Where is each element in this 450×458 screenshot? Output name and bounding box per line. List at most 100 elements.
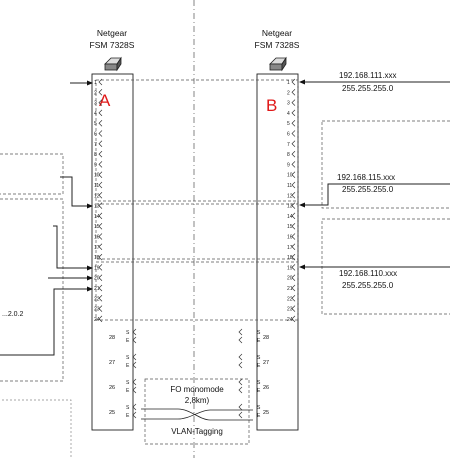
switch-b-port-socket-icon	[291, 315, 296, 323]
switch-b-port-socket-icon	[291, 202, 296, 209]
switch-b-chassis	[256, 73, 299, 431]
switch-b-port-label: 9	[287, 162, 290, 168]
switch-a-port-5: 5	[94, 119, 103, 127]
switch-b-port-socket-icon	[291, 130, 296, 137]
switch-a-port-label: 17	[94, 245, 100, 251]
switch-b-port-socket-icon	[291, 222, 296, 230]
switch-a-sfp-socket-icon	[132, 386, 137, 394]
switch-a-port-label: 21	[94, 286, 100, 292]
switch-b-port-socket-icon	[291, 161, 296, 168]
switch-a-port-16: 16	[94, 233, 103, 241]
uplink-arrow-2	[299, 202, 305, 208]
switch-a-icon	[104, 56, 122, 72]
left-arrow-4	[87, 275, 93, 281]
switch-a-vendor: Netgear	[97, 28, 127, 38]
vlan-box-2	[95, 203, 299, 260]
switch-a-sfp-socket-icon	[132, 336, 137, 344]
switch-a-port-label: 9	[94, 162, 97, 168]
switch-b-port-socket-icon	[291, 233, 296, 240]
switch-a-port-socket-icon	[98, 78, 103, 86]
switch-a-sfp-label: E	[126, 338, 130, 344]
switch-b-sfp-socket-icon	[238, 336, 243, 344]
switch-b-port-label: 13	[287, 204, 293, 210]
switch-a-port-socket-icon	[98, 89, 103, 96]
switch-a-port-socket-icon	[98, 119, 103, 127]
switch-a-port-label: 3	[94, 101, 97, 107]
switch-a-port-socket-icon	[98, 295, 103, 302]
vlan-tagging-label: VLAN-Tagging	[171, 427, 223, 436]
switch-a-sfp-label: E	[126, 363, 130, 369]
switch-b-port-label: 5	[287, 121, 290, 127]
switch-b-port-9: 9	[287, 161, 296, 168]
switch-b-sfp-socket-icon	[238, 353, 243, 361]
switch-b-sfp-socket-icon	[238, 378, 243, 386]
switch-a-port-15: 15	[94, 222, 103, 230]
switch-a-port-14: 14	[94, 212, 103, 220]
switch-b-port-socket-icon	[291, 150, 296, 158]
switch-a-port-socket-icon	[98, 253, 103, 261]
switch-b-port-label: 1	[287, 80, 290, 86]
switch-a-sfp-label: S	[126, 330, 130, 336]
switch-b-port-socket-icon	[291, 171, 296, 178]
switch-b-sfp-label: S	[257, 355, 261, 361]
switch-b-port-label: 8	[287, 152, 290, 158]
switch-a-port-socket-icon	[98, 243, 103, 251]
switch-a-sfp-socket-icon	[132, 378, 137, 386]
switch-b-port-24: 24	[287, 315, 296, 323]
switch-b-port-19: 19	[287, 264, 296, 271]
switch-a-port-socket-icon	[98, 150, 103, 158]
fiber-cable-2	[141, 409, 253, 420]
switch-a-port-10: 10	[94, 171, 103, 179]
switch-b-port-10: 10	[287, 171, 296, 179]
switch-b-port-label: 12	[287, 193, 293, 199]
switch-a-fiber-port-number: 26	[109, 385, 115, 391]
switch-a-port-socket-icon	[98, 202, 103, 209]
fiber-cable-1	[141, 408, 253, 421]
switch-b-sfp-socket-icon	[238, 361, 243, 369]
switch-b-port-16: 16	[287, 233, 296, 241]
switch-a-port-18: 18	[94, 253, 103, 261]
switch-a-port-socket-icon	[98, 109, 103, 117]
switch-a-port-label: 12	[94, 193, 100, 199]
switch-b-sfp-label: E	[257, 388, 261, 394]
fiber-label-2: 2,8km)	[185, 396, 210, 405]
switch-b-sfp-label: E	[257, 363, 261, 369]
switch-b-port-21: 21	[287, 284, 296, 292]
switch-a-port-socket-icon	[98, 315, 103, 323]
left-arrow-5	[87, 286, 93, 292]
switch-a-sfp-socket-icon	[132, 403, 137, 411]
switch-b-icon	[269, 56, 287, 72]
switch-a-port-19: 19	[94, 264, 103, 271]
switch-b-port-label: 20	[287, 276, 293, 282]
switch-b-port-4: 4	[287, 109, 296, 117]
switch-a-port-socket-icon	[98, 264, 103, 271]
switch-a-port-8: 8	[94, 150, 103, 158]
switch-a-sfp-label: E	[126, 413, 130, 419]
left-arrow-1	[87, 80, 93, 86]
switch-a-port-label: 7	[94, 142, 97, 148]
switch-a-port-socket-icon	[98, 130, 103, 137]
uplink-3-mask: 255.255.255.0	[342, 281, 394, 290]
vlan-box-1	[95, 79, 299, 202]
uplink-3-ip: 192.168.110.xxx	[339, 269, 397, 278]
switch-a-port-label: 4	[94, 111, 97, 117]
switch-b-port-socket-icon	[291, 140, 296, 148]
switch-a-port-socket-icon	[98, 284, 103, 292]
switch-b-port-17: 17	[287, 243, 296, 251]
switch-b-port-socket-icon	[291, 253, 296, 261]
vlan-box-3	[95, 261, 299, 321]
switch-a-port-socket-icon	[98, 212, 103, 220]
switch-a-port-socket-icon	[98, 222, 103, 230]
switch-b-port-7: 7	[287, 140, 296, 148]
switch-b-port-socket-icon	[291, 243, 296, 251]
switch-a-port-6: 6	[94, 130, 103, 138]
switch-b-model: FSM 7328S	[255, 40, 300, 50]
switch-b-port-socket-icon	[291, 109, 296, 117]
switch-a-port-label: 14	[94, 214, 100, 220]
switch-b-port-label: 4	[287, 111, 290, 117]
switch-a-port-socket-icon	[98, 181, 103, 189]
